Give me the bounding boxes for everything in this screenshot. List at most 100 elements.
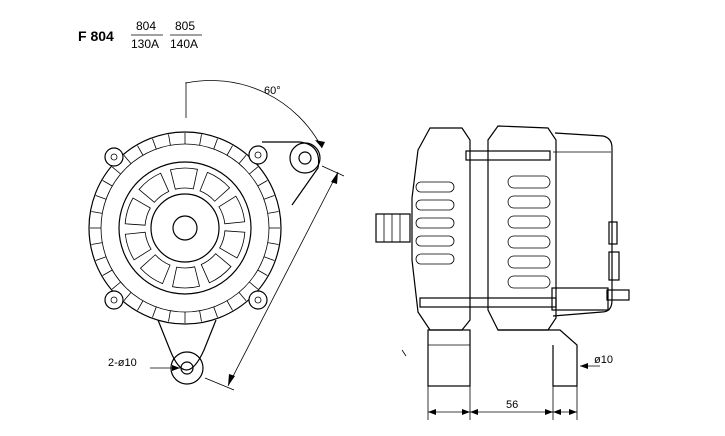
rear-fin — [507, 275, 551, 289]
housing-fin — [213, 138, 218, 150]
housing-fin — [226, 300, 233, 311]
model-title: F 804 — [78, 28, 114, 44]
dim-arrow-2 — [462, 409, 470, 415]
vent-window — [199, 171, 231, 202]
housing-fin — [199, 134, 202, 146]
hub-inner — [172, 215, 198, 241]
front-slot — [415, 253, 455, 265]
housing-fins — [90, 133, 280, 323]
dim-diagonal — [227, 171, 339, 387]
dim-ext-bottom — [204, 377, 235, 391]
housing-fin — [263, 256, 275, 261]
vent-window — [219, 230, 246, 259]
rear-housing-fins — [507, 175, 551, 289]
vent-window — [218, 195, 246, 225]
front-slot — [415, 181, 455, 193]
variant-rating-1: 130A — [131, 37, 159, 51]
dim-arrow-4 — [545, 409, 553, 415]
housing-fin — [249, 166, 259, 175]
angle-label: 60° — [264, 85, 281, 97]
angle-arc — [185, 80, 323, 149]
variant-code-2: 805 — [175, 19, 195, 33]
mounting-ear-boss — [289, 142, 321, 174]
housing-fin-ring — [100, 143, 270, 313]
vent-window — [138, 172, 170, 203]
rear-fin — [507, 235, 551, 249]
dim-arrow-5 — [553, 409, 561, 415]
housing-fin — [257, 180, 268, 187]
housing-fin — [102, 269, 113, 276]
angle-arrow-end — [315, 140, 325, 148]
center-tick — [401, 349, 407, 357]
housing-fin — [111, 281, 121, 290]
vent-window — [139, 254, 171, 285]
vent-window — [124, 197, 151, 226]
housing-fin — [249, 281, 259, 290]
front-mount-foot — [427, 329, 471, 387]
hole-callout-label: 2-ø10 — [108, 357, 137, 369]
dim-ext-top — [321, 165, 345, 177]
through-bolt-top — [465, 150, 551, 161]
housing-fin — [91, 242, 103, 245]
vent-window — [124, 231, 152, 261]
housing-fin — [102, 180, 113, 187]
terminal-stud-2 — [608, 251, 620, 281]
terminal-bolt — [606, 289, 630, 301]
housing-fin — [257, 269, 268, 276]
shaft-stub — [375, 213, 411, 243]
vent-window — [170, 167, 198, 190]
front-view: 60° 2-ø10 — [88, 80, 345, 391]
rear-mount-foot — [498, 329, 578, 387]
mounting-ear-upper — [262, 141, 320, 206]
side-view: ø10 56 — [375, 125, 630, 420]
rear-fin — [507, 215, 551, 229]
housing-fin — [137, 300, 144, 311]
hole-leader-arrow — [172, 365, 180, 371]
housing-fin — [238, 292, 247, 302]
housing-fin — [95, 195, 107, 200]
housing-fin — [91, 211, 103, 214]
housing-fin — [111, 166, 121, 175]
dim-diagonal-arrow-top — [331, 172, 338, 184]
side-hole-arrow — [580, 363, 588, 369]
rear-fin — [507, 255, 551, 269]
front-slot — [415, 199, 455, 211]
mounting-ear-lower — [157, 319, 217, 371]
housing-fin — [226, 145, 233, 156]
housing-fin — [199, 310, 202, 322]
housing-fin — [267, 242, 279, 245]
housing-fin — [267, 211, 279, 214]
dim-diagonal-arrow-bottom — [228, 374, 235, 386]
rear-fin — [507, 175, 551, 189]
mounting-hole-lower — [180, 361, 194, 375]
housing-fin — [168, 134, 171, 146]
front-housing-slots — [415, 181, 455, 265]
rear-cover — [552, 132, 613, 317]
variant-code-1: 804 — [136, 19, 156, 33]
housing-fin — [137, 145, 144, 156]
housing-outer — [88, 131, 282, 325]
side-hole-label: ø10 — [594, 354, 613, 366]
inner-plate — [118, 161, 252, 295]
vent-window — [200, 253, 232, 284]
housing-fin — [168, 310, 171, 322]
front-slot — [415, 235, 455, 247]
housing-fin — [123, 154, 132, 164]
title-block: F 804 804 130A 805 140A — [78, 19, 202, 51]
variant-rating-2: 140A — [170, 37, 198, 51]
housing-fin — [238, 154, 247, 164]
rear-bracket — [551, 287, 609, 311]
terminal-stud-1 — [608, 221, 618, 245]
dim-arrow-3 — [470, 409, 478, 415]
corner-lugs — [104, 145, 268, 310]
front-slot — [415, 217, 455, 229]
housing-fin — [213, 306, 218, 318]
vent-windows — [124, 167, 246, 289]
housing-fin — [152, 138, 157, 150]
length-label: 56 — [506, 399, 518, 411]
through-bolt-bottom — [419, 297, 557, 308]
hub-outer — [150, 193, 220, 263]
housing-fin — [123, 292, 132, 302]
housing-fin — [95, 256, 107, 261]
